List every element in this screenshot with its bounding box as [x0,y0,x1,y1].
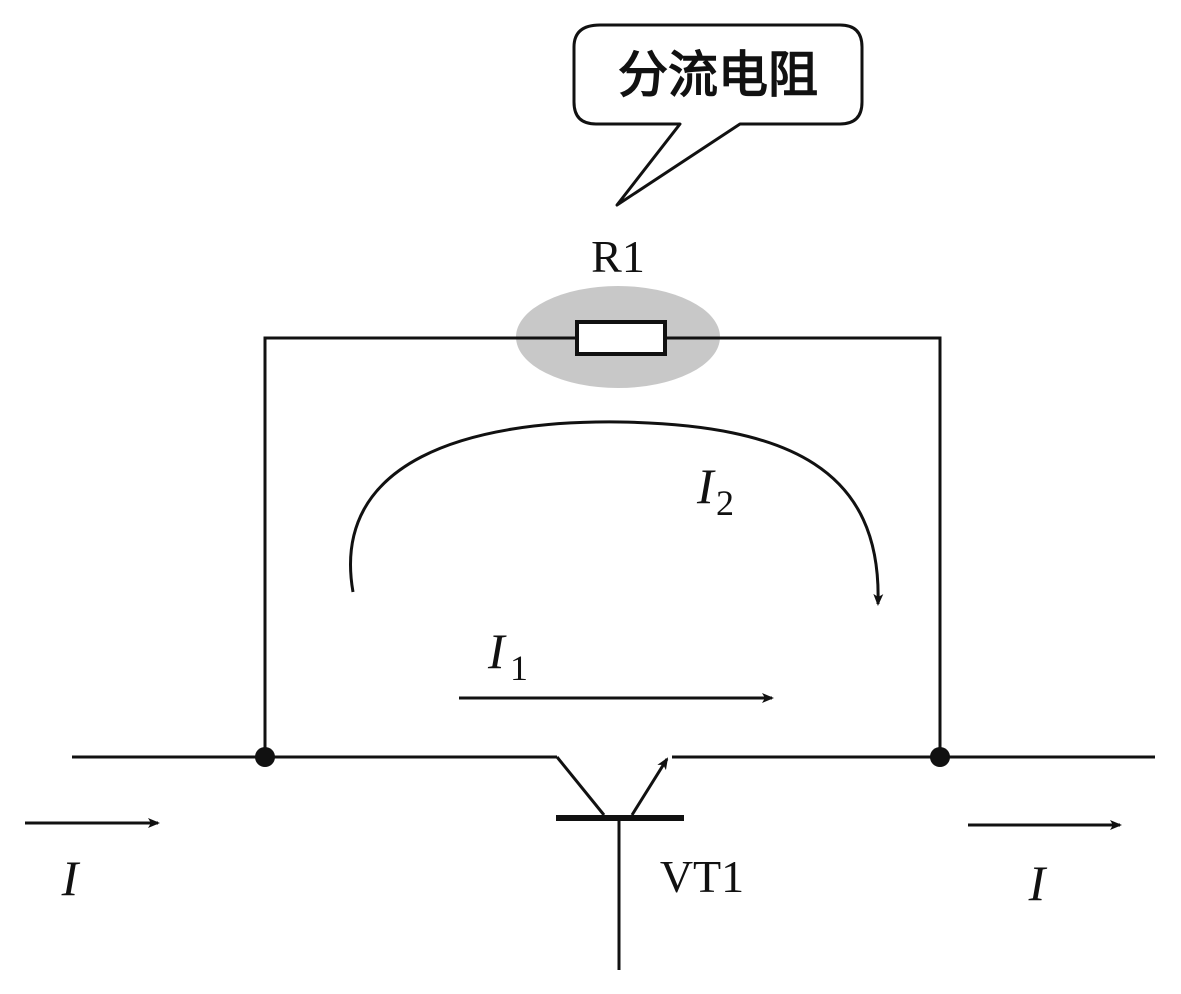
resistor-r1 [575,320,667,356]
transistor-vt1 [555,756,684,970]
branch2-current-curved-arrow [349,420,884,606]
junction-left [255,747,275,767]
input-current-label: I [61,850,81,906]
branch2-current-symbol: I [696,458,716,514]
collector-lead [555,756,606,816]
right-branch-wire [665,336,942,757]
output-current-label: I [1028,855,1048,911]
left-branch-wire [263,336,577,757]
resistor-label: R1 [591,231,645,282]
branch1-current-symbol: I [487,623,507,679]
branch2-current-label: I 2 [696,458,734,523]
callout-text: 分流电阻 [618,46,818,104]
emitter-lead-arrow [630,757,669,816]
transistor-label: VT1 [660,851,744,902]
branch1-current-subscript: 1 [510,648,528,688]
branch2-current-subscript: 2 [716,483,734,523]
junction-right [930,747,950,767]
branch1-current-label: I 1 [487,623,528,688]
callout-bubble: 分流电阻 [572,23,864,207]
